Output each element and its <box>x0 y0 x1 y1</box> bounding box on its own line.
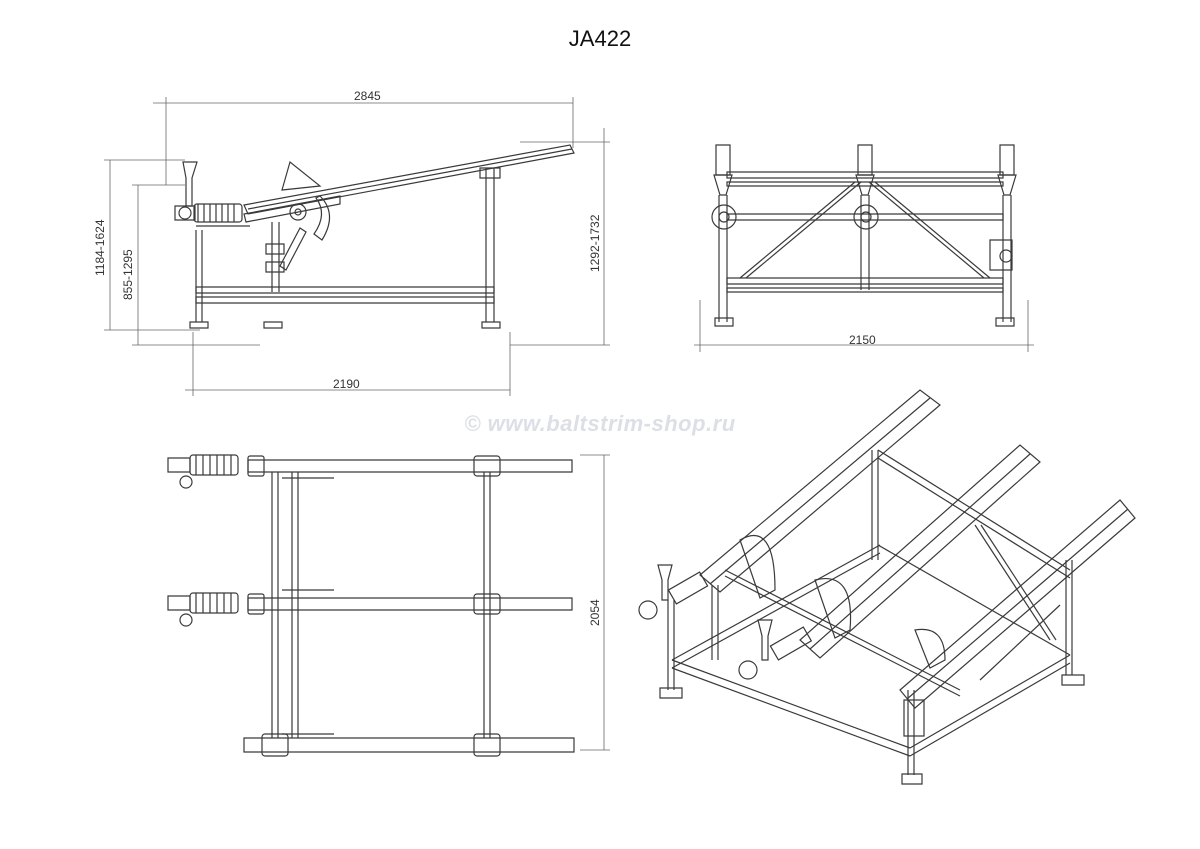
front-view <box>694 145 1034 352</box>
drawing-title: JA422 <box>568 26 632 51</box>
watermark: © www.baltstrim-shop.ru <box>464 411 736 436</box>
dim-height-outer: 1184-1624 <box>93 219 107 277</box>
side-view <box>104 97 610 396</box>
isometric-view <box>639 390 1135 784</box>
dim-width: 2150 <box>849 333 876 347</box>
dim-top-length: 2054 <box>588 599 602 626</box>
dim-base-length: 2190 <box>333 377 360 391</box>
dim-total-length: 2845 <box>354 89 381 103</box>
dim-height-inner: 855-1295 <box>121 249 135 300</box>
dim-height-right: 1292-1732 <box>588 214 602 272</box>
top-view <box>168 455 610 756</box>
